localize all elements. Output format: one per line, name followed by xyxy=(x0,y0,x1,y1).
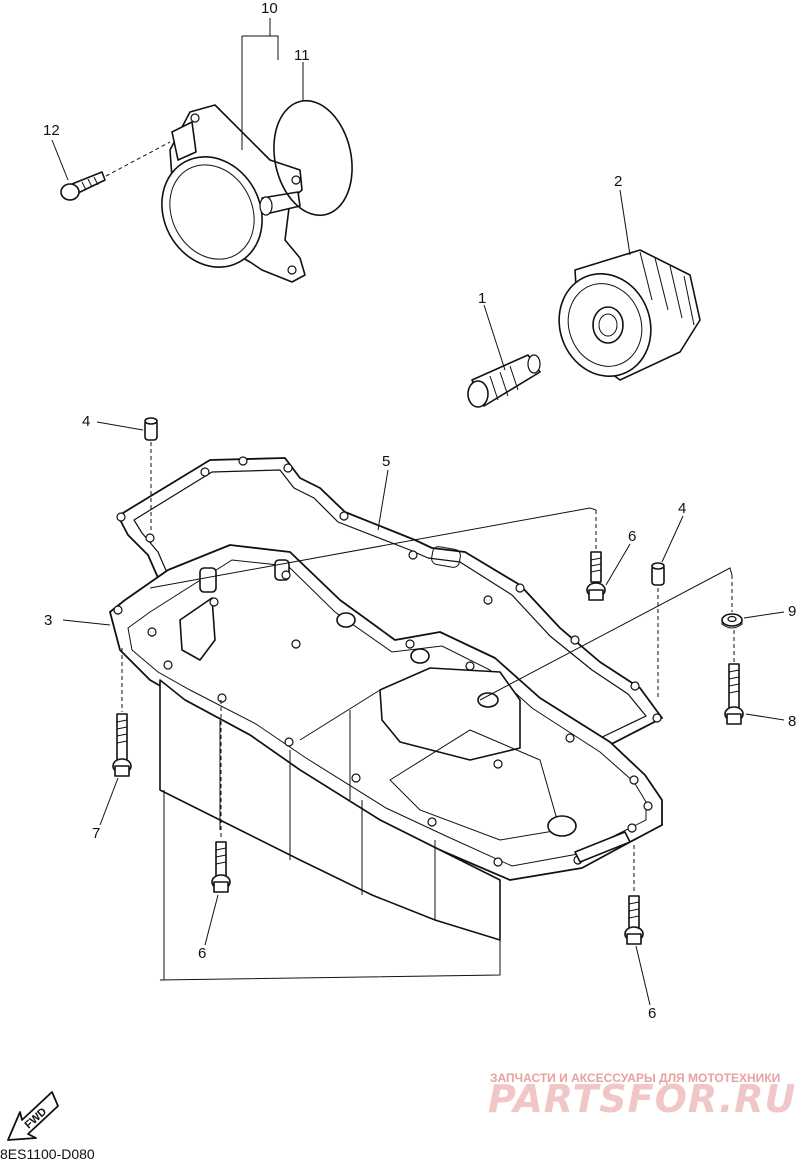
bolt-part-8 xyxy=(724,630,744,725)
watermark-brand: PARTSFOR.RU xyxy=(488,1077,796,1121)
callout-11: 11 xyxy=(294,47,310,64)
dowel-pin-part-4-right xyxy=(651,562,665,700)
oil-filter-part-2 xyxy=(558,249,701,381)
callout-5: 5 xyxy=(382,453,390,470)
bolt-part-7 xyxy=(112,648,132,777)
bolt-part-6-lower-left xyxy=(211,700,231,893)
callout-2: 2 xyxy=(614,173,622,190)
fwd-arrow-icon: FWD xyxy=(7,1091,59,1141)
bolt-part-6-lower-right xyxy=(624,845,644,945)
dowel-pin-part-4-left xyxy=(144,417,158,530)
callout-4-right: 4 xyxy=(678,500,686,517)
oil-cooler-part-10 xyxy=(161,104,306,283)
oil-pan-part-3 xyxy=(109,544,663,941)
watermark: ЗАПЧАСТИ И АКСЕССУАРЫ ДЛЯ МОТОТЕХНИКИ PA… xyxy=(488,1071,796,1121)
callout-6-lower-right: 6 xyxy=(648,1005,656,1022)
callout-7: 7 xyxy=(92,825,100,842)
bolt-part-6-top xyxy=(586,510,606,601)
drawing-code: 8ES1100-D080 xyxy=(0,1146,95,1162)
callout-12: 12 xyxy=(43,122,60,139)
watermark-tagline: ЗАПЧАСТИ И АКСЕССУАРЫ ДЛЯ МОТОТЕХНИКИ xyxy=(490,1071,780,1085)
callout-8: 8 xyxy=(788,713,796,730)
callout-6-lower-left: 6 xyxy=(198,945,206,962)
callout-6-top: 6 xyxy=(628,528,636,545)
callout-10: 10 xyxy=(261,0,278,17)
callout-3: 3 xyxy=(44,612,52,629)
union-bolt-part-1 xyxy=(467,354,541,408)
callout-4-left: 4 xyxy=(82,413,90,430)
bolt-part-12 xyxy=(60,141,171,201)
callout-1: 1 xyxy=(478,290,486,307)
o-ring-part-11 xyxy=(273,99,353,217)
washer-part-9 xyxy=(721,575,743,629)
callout-9: 9 xyxy=(788,603,796,620)
